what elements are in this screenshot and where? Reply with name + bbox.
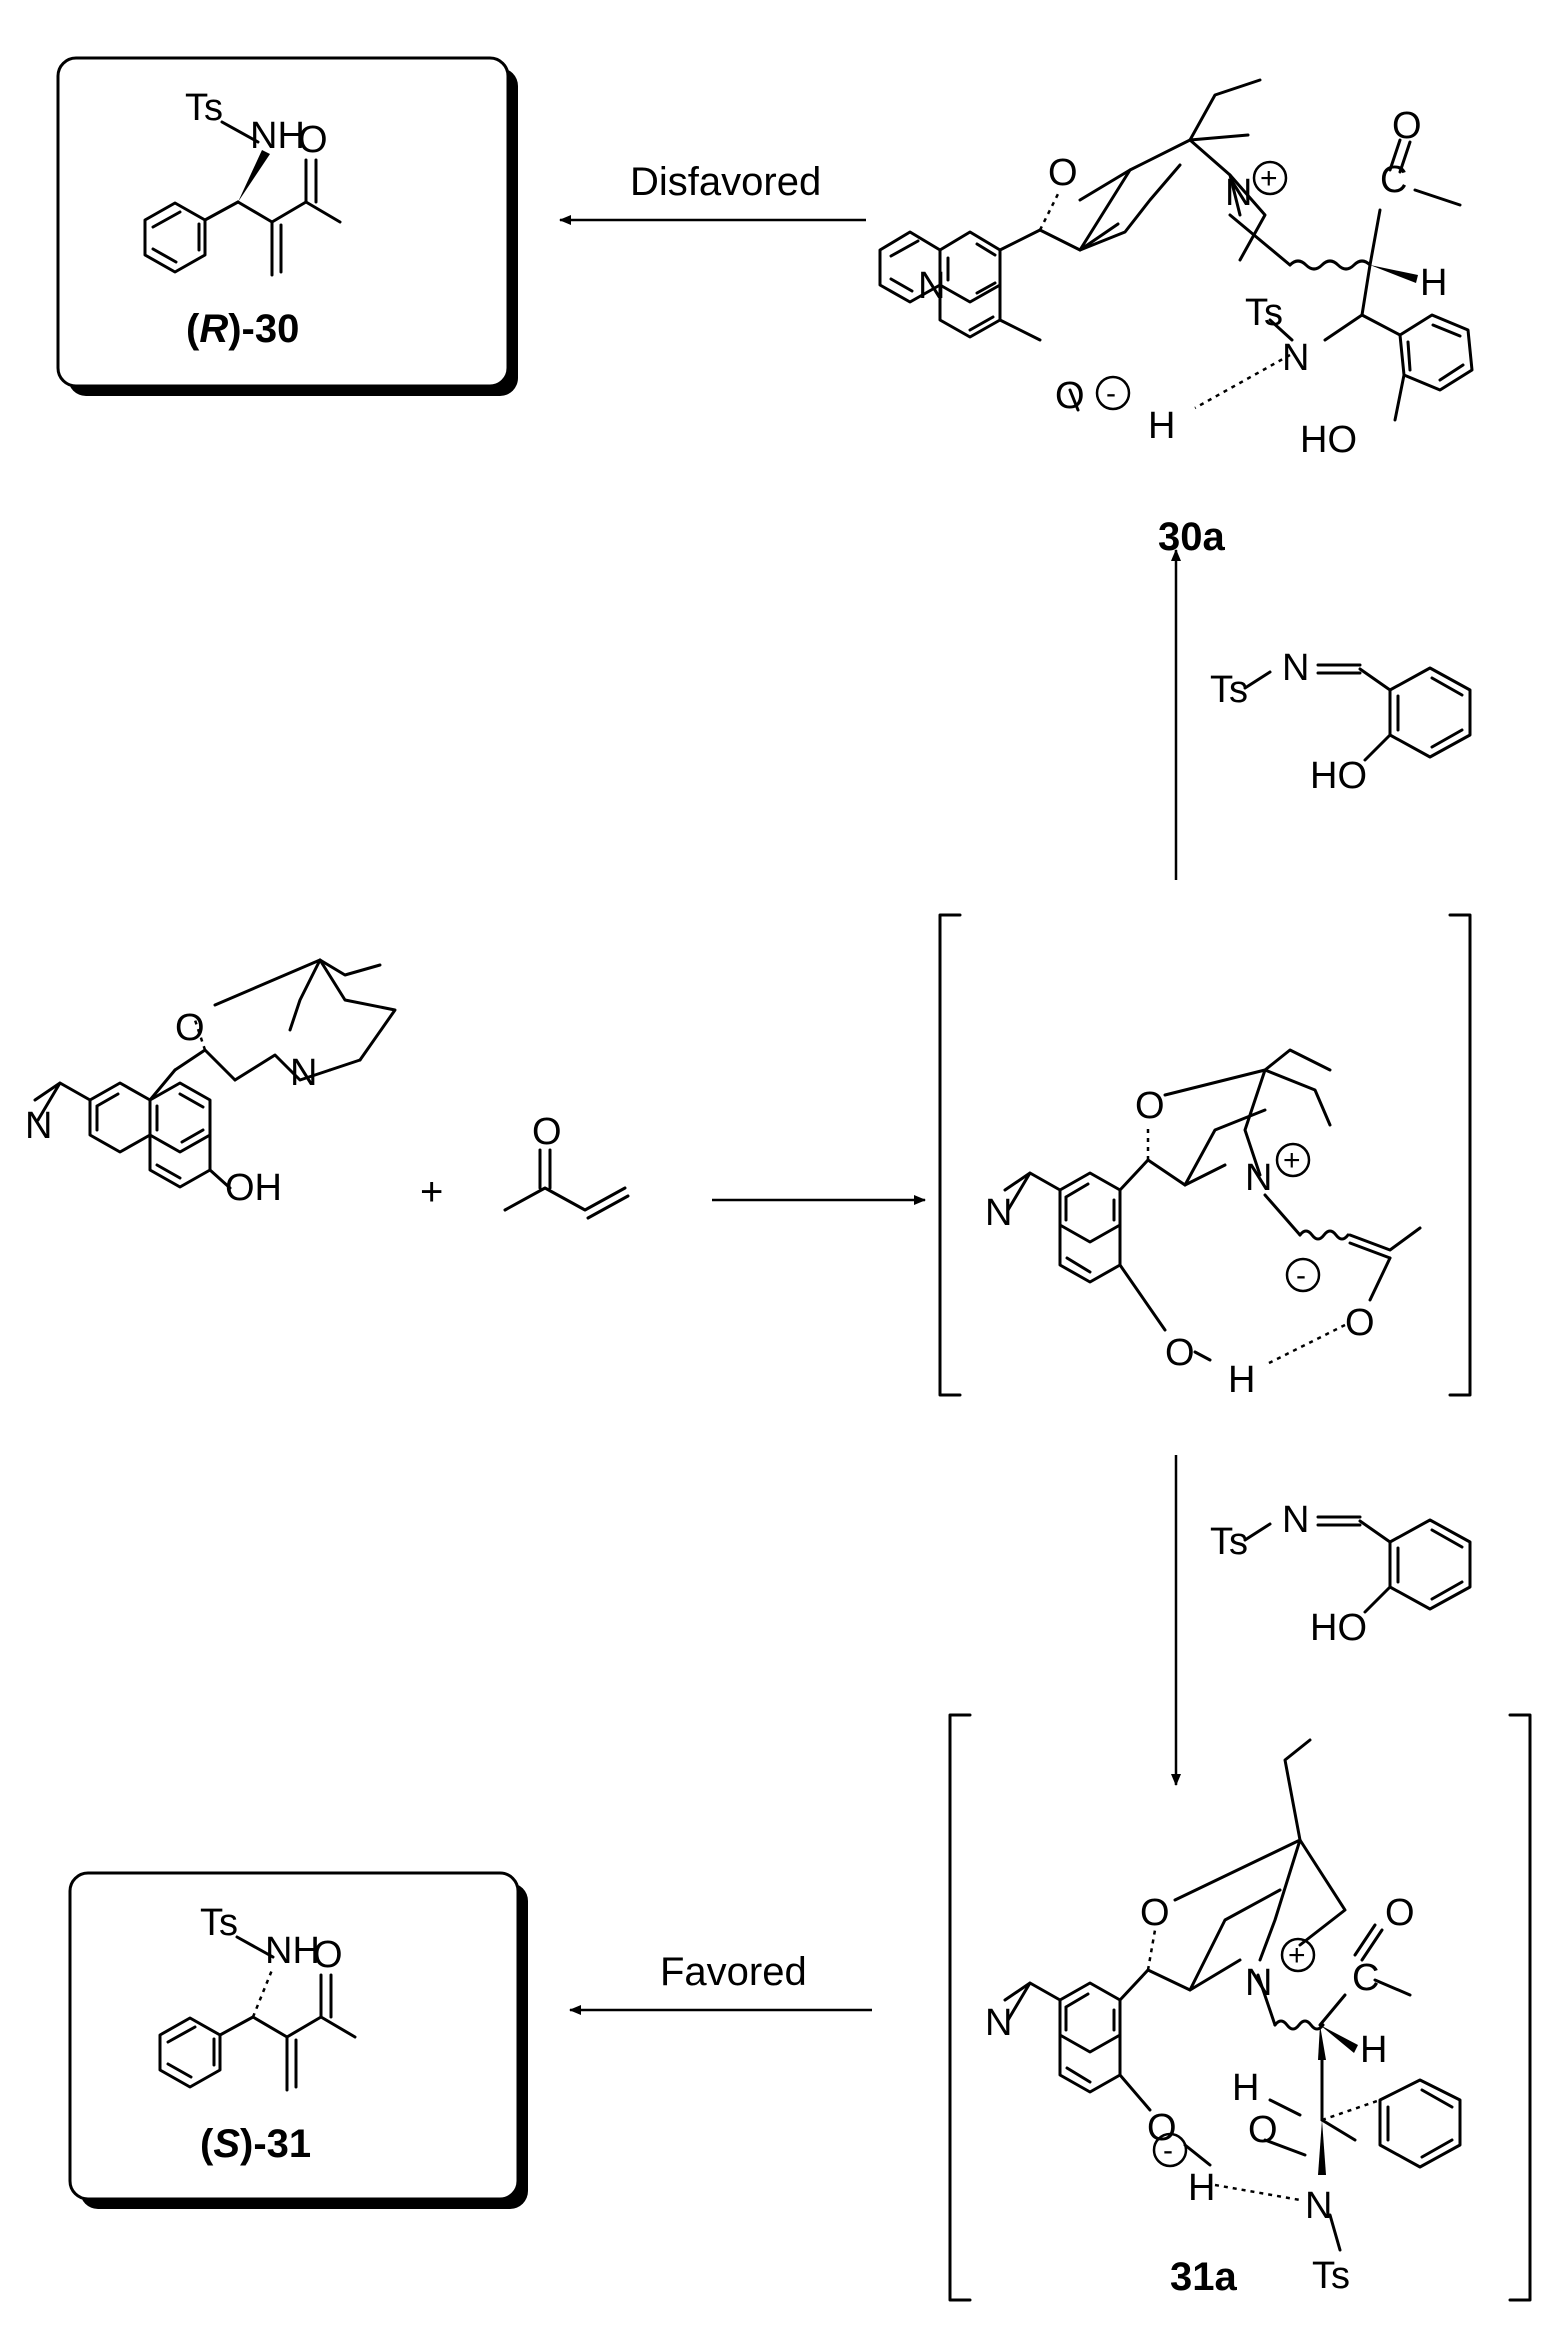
imine-upper-n: N: [1282, 647, 1309, 689]
zwitterion-brackets: [938, 913, 1472, 1397]
cat-n-quin: N: [25, 1105, 52, 1147]
ts31a-brackets: [948, 1713, 1532, 2302]
31a-ts: Ts: [1312, 2255, 1350, 2297]
30a-n-quin: N: [918, 265, 945, 307]
30a-c-carbonyl: C: [1380, 159, 1407, 201]
product-r30-structure: [143, 120, 342, 277]
imine-lower-ho: HO: [1310, 1607, 1367, 1649]
30a-ts: Ts: [1245, 292, 1283, 334]
31a-n-amide: N: [1305, 2185, 1332, 2227]
plus-sign: +: [420, 1170, 443, 1214]
catalyst-structure: O N N OH: [25, 958, 397, 1209]
zw-n-plus: N: [1245, 1157, 1272, 1199]
30a-plus-circle: [1252, 160, 1288, 196]
zw-n-quin: N: [985, 1192, 1012, 1234]
30a-o-phenol: O: [1055, 375, 1085, 417]
zw-o-ether: O: [1135, 1085, 1165, 1127]
product-s31-box: Ts NH O (S)-31: [68, 1871, 528, 2209]
zw-plus-circle: [1275, 1142, 1311, 1178]
zw-minus-circle: [1285, 1257, 1321, 1293]
31a-c-carbonyl: C: [1352, 1957, 1379, 1999]
31a-n-plus: N: [1245, 1962, 1272, 2004]
imine-upper-ts: Ts: [1210, 669, 1248, 711]
zwitterion-structure: [1003, 1048, 1422, 1367]
disfavored-arrow: Disfavored: [559, 160, 866, 225]
30a-o-ether: O: [1048, 152, 1078, 194]
30a-plus: +: [1260, 162, 1278, 195]
cat-o: O: [175, 1007, 205, 1049]
31a-n-quin: N: [985, 2002, 1012, 2044]
30a-ho: HO: [1300, 419, 1357, 461]
31a-h-bottom: H: [1188, 2167, 1215, 2209]
30a-minus: -: [1106, 377, 1116, 410]
zw-o-enolate: O: [1345, 1302, 1375, 1344]
30a-h: H: [1420, 262, 1447, 304]
r30-nh-text: NH: [250, 115, 305, 157]
31a-label: 31a: [1170, 2255, 1237, 2299]
s31-nh-text: NH: [265, 1930, 320, 1972]
ts-31a-structure: [1003, 1738, 1462, 2252]
31a-o-phenol: O: [1147, 2107, 1177, 2149]
disfavored-label: Disfavored: [630, 160, 821, 204]
30a-o-carbonyl: O: [1392, 105, 1422, 147]
imine-lower-n: N: [1282, 1499, 1309, 1541]
imine-upper-ho: HO: [1310, 755, 1367, 797]
s31-label: (S)-31: [200, 2122, 311, 2166]
favored-label: Favored: [660, 1950, 807, 1994]
zw-o-phenol: O: [1165, 1332, 1195, 1374]
reagent-imine-upper: Ts N HO: [1210, 647, 1472, 797]
31a-h-top: H: [1232, 2067, 1259, 2109]
zw-minus: -: [1296, 1259, 1306, 1292]
30a-n-amide: N: [1282, 337, 1309, 379]
reagent-imine-lower: Ts N HO: [1210, 1499, 1472, 1649]
zw-h: H: [1228, 1359, 1255, 1401]
cat-oh: OH: [225, 1167, 282, 1209]
r30-label: (R)-30: [186, 307, 299, 351]
mvk-o: O: [532, 1111, 562, 1153]
30a-n-plus: N: [1225, 172, 1252, 214]
31a-o-aryl: O: [1248, 2109, 1278, 2151]
product-r30-box: Ts NH O (R)-30: [56, 56, 518, 396]
31a-plus: +: [1288, 1939, 1306, 1972]
favored-arrow: Favored: [569, 1950, 872, 2015]
imine-lower-ts: Ts: [1210, 1521, 1248, 1563]
31a-o-carbonyl: O: [1385, 1892, 1415, 1934]
31a-o-ether: O: [1140, 1892, 1170, 1934]
31a-plus-circle: [1280, 1937, 1316, 1973]
mvk-structure: O: [503, 1111, 630, 1220]
30a-label: 30a: [1158, 515, 1225, 559]
31a-minus: -: [1163, 2134, 1173, 2167]
30a-minus-circle: [1095, 375, 1131, 411]
r30-o-text: O: [298, 119, 328, 161]
r30-ts-text: Ts: [185, 87, 223, 129]
31a-h: H: [1360, 2029, 1387, 2071]
zw-plus: +: [1283, 1144, 1301, 1177]
30a-h-bond: H: [1148, 405, 1175, 447]
s31-o-text: O: [313, 1934, 343, 1976]
cat-n-ring: N: [290, 1052, 317, 1094]
product-s31-structure: [158, 1935, 357, 2092]
ts-30a-structure: [878, 78, 1474, 422]
s31-ts-text: Ts: [200, 1902, 238, 1944]
31a-minus-circle: [1152, 2132, 1188, 2168]
